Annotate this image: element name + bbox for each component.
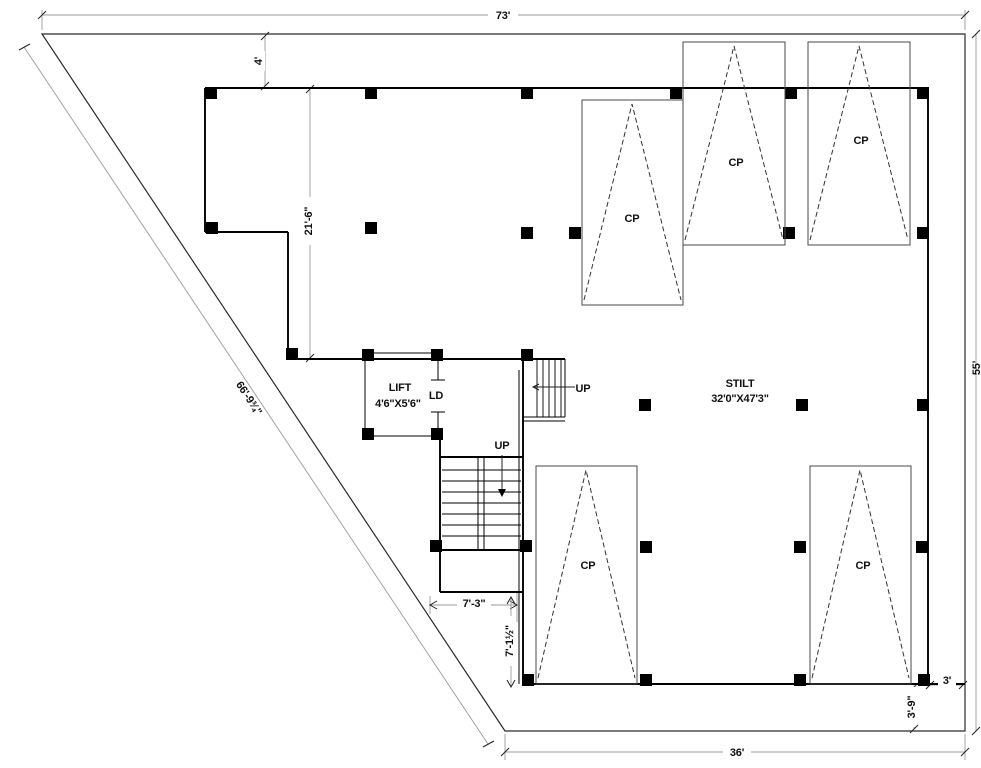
stilt-name-label: STILT bbox=[726, 378, 755, 390]
plot-boundary bbox=[40, 33, 966, 732]
dim-bottom-offset: 3'-9" bbox=[903, 687, 918, 727]
entry-steps bbox=[523, 359, 575, 422]
parking-label: CP bbox=[581, 560, 596, 572]
dimension-text: 73' 66'-9¾" 55' 36' 4' 21'-6" 7'-3" 7'-1… bbox=[224, 8, 981, 759]
svg-text:3'-9": 3'-9" bbox=[906, 696, 918, 719]
svg-text:21'-6": 21'-6" bbox=[303, 207, 315, 236]
lift-door-label: LD bbox=[429, 390, 444, 402]
lift-door-jambs bbox=[431, 379, 445, 413]
lift-size-label: 4'6"X5'6" bbox=[375, 398, 421, 410]
entry-up-label: UP bbox=[576, 383, 591, 395]
stair-up-label: UP bbox=[495, 440, 510, 452]
dim-stair-width: 7'-3" bbox=[463, 598, 486, 610]
parking-label: CP bbox=[854, 135, 869, 147]
parking-spot: CP bbox=[535, 465, 638, 685]
stilt-size-label: 32'0"X47'3" bbox=[711, 393, 769, 405]
dim-right-offset: 3' bbox=[943, 675, 952, 687]
stair-arrow bbox=[498, 489, 506, 497]
parking-label: CP bbox=[729, 157, 744, 169]
dim-diagonal-left: 66'-9¾" bbox=[224, 366, 274, 431]
dim-stair-depth: 7'-1½" bbox=[501, 616, 516, 666]
lift-name-label: LIFT bbox=[389, 382, 412, 394]
columns bbox=[205, 87, 930, 686]
parking-spot: CP bbox=[581, 99, 684, 306]
dim-top-width: 73' bbox=[496, 10, 511, 22]
svg-text:4': 4' bbox=[253, 56, 265, 65]
stair-divider bbox=[477, 457, 485, 550]
parking-label: CP bbox=[625, 213, 640, 225]
parking-spot: CP bbox=[682, 41, 786, 246]
entry-arrow bbox=[531, 383, 540, 391]
svg-text:7'-1½": 7'-1½" bbox=[504, 625, 516, 657]
room-labels: LIFT 4'6"X5'6" LD UP UP STILT 32'0"X47'3… bbox=[375, 378, 769, 452]
lift-block bbox=[364, 352, 445, 437]
dim-bottom-width: 36' bbox=[730, 747, 745, 759]
parking-spot: CP bbox=[809, 465, 912, 685]
parking-spot: CP bbox=[807, 41, 911, 246]
parking-spots: CP CP CP CP CP bbox=[535, 41, 912, 685]
svg-text:55': 55' bbox=[971, 360, 981, 375]
staircase bbox=[442, 455, 521, 550]
dimension-lines bbox=[18, 10, 981, 760]
parking-label: CP bbox=[856, 560, 871, 572]
dim-front-offset: 4' bbox=[253, 51, 265, 71]
dim-right-height: 55' bbox=[971, 360, 981, 375]
dim-left-bay-depth: 21'-6" bbox=[300, 197, 315, 245]
